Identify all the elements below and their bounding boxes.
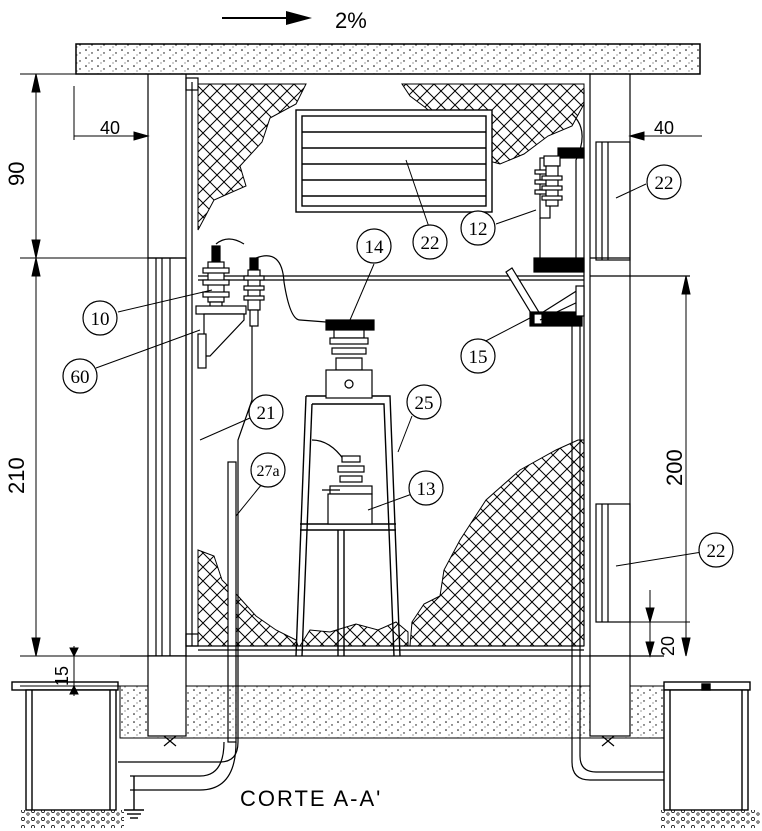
dim-lower-height: 210 (4, 457, 29, 494)
svg-text:25: 25 (415, 393, 434, 414)
switch-15 (505, 267, 585, 327)
svg-text:22: 22 (707, 541, 726, 562)
right-insulator-12 (533, 147, 585, 273)
left-conduit-break (163, 735, 177, 747)
slope-label: 2% (335, 8, 367, 33)
right-cable-pit (663, 681, 751, 811)
left-insulator-10 (202, 245, 230, 325)
hatch-floor (299, 621, 409, 647)
svg-text:13: 13 (417, 479, 436, 500)
dim-wall-right: 40 (654, 118, 674, 138)
dim-floor-offset: 15 (52, 666, 72, 686)
right-pit-gravel (660, 810, 760, 828)
hatch-upper-left (197, 83, 307, 231)
hatch-lower-right (409, 439, 585, 647)
bracket-60 (195, 305, 247, 369)
foundation-walls (147, 655, 631, 737)
svg-text:60: 60 (71, 367, 90, 388)
tag-10: 10 (82, 300, 118, 336)
tag-21: 21 (248, 394, 284, 430)
transformer-frame-25 (295, 395, 401, 657)
tag-12: 12 (460, 210, 496, 246)
dimension-lines (20, 73, 702, 696)
transformer-bushing-14 (325, 319, 375, 399)
roof-slab (75, 43, 701, 75)
right-wall (583, 74, 690, 656)
svg-text:27a: 27a (256, 463, 279, 480)
dim-door-sill: 20 (658, 636, 678, 656)
tag-27a: 27a (250, 452, 286, 488)
leader-lines (95, 159, 703, 567)
dim-wall-left: 40 (100, 118, 120, 138)
tag-13: 13 (408, 470, 444, 506)
tag-22-lower: 22 (698, 532, 734, 568)
tag-22-upper: 22 (646, 164, 682, 200)
tag-22-grille: 22 (412, 224, 448, 260)
tag-15: 15 (460, 338, 496, 374)
left-cable-pit (11, 681, 119, 811)
foundation-band (119, 685, 665, 739)
svg-text:21: 21 (257, 403, 276, 424)
left-pit-gravel (20, 810, 124, 828)
floor-slab (120, 645, 664, 657)
svg-text:12: 12 (469, 219, 488, 240)
tag-60: 60 (62, 358, 98, 394)
slope-arrow (222, 11, 312, 25)
tag-25: 25 (406, 384, 442, 420)
right-conduit (571, 326, 664, 781)
tag-14: 14 (356, 228, 392, 264)
transformer-13 (311, 439, 373, 525)
svg-text:22: 22 (655, 173, 674, 194)
svg-text:14: 14 (365, 237, 385, 258)
dim-upper-height: 90 (4, 162, 29, 186)
svg-text:10: 10 (91, 309, 110, 330)
conduit-27a (130, 461, 237, 791)
ground-icon (124, 776, 144, 819)
dim-door-height: 200 (662, 449, 687, 486)
svg-text:15: 15 (469, 347, 488, 368)
section-title: CORTE A-A' (240, 786, 382, 811)
left-insulator-2 (243, 257, 265, 327)
left-wall (147, 74, 199, 657)
ventilation-grille (295, 109, 493, 213)
hatch-lower-left (197, 549, 299, 647)
svg-text:22: 22 (421, 233, 440, 254)
hatch-upper-right (401, 83, 585, 165)
